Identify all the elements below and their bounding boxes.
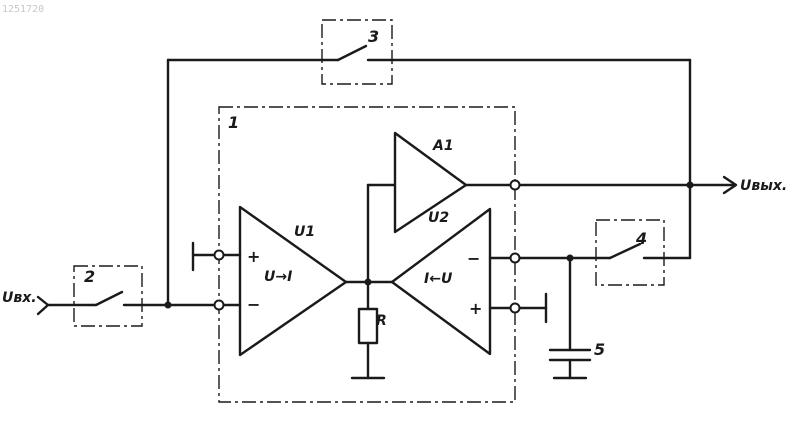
terminal-output [511,181,520,190]
junction-input [165,302,172,309]
junction-centre [365,279,372,286]
label-switch-3: 3 [368,27,379,46]
label-u2-function: I←U [424,271,453,287]
wiring [38,46,736,378]
label-block-1: 1 [228,113,239,132]
label-output-voltage: Uвых. [740,178,787,194]
label-u1-function: U→I [264,269,292,285]
switch-3-blade [338,46,366,60]
input-arrow [38,297,48,314]
document-number: 1251720 [2,4,44,15]
junction-capacitor [567,255,574,262]
label-converter-u1: U1 [294,224,315,240]
label-converter-u2: U2 [428,210,449,226]
label-switch-2: 2 [84,267,95,286]
converter-u1-triangle [240,207,346,355]
junction-output [687,182,694,189]
label-switch-4: 4 [635,229,647,248]
label-amplifier-a1: A1 [432,138,454,154]
terminal-u2-plus [511,304,520,313]
switch-3-enclosure [322,20,392,84]
label-resistor-r: R [376,313,387,329]
terminal-u1-plus [215,251,224,260]
switch-2-blade [96,292,122,305]
u1-plus-sign: + [247,247,260,266]
switch-4-enclosure [596,220,664,285]
resistor-r [359,309,377,343]
terminal-u1-minus [215,301,224,310]
label-input-voltage: Uвх. [2,290,37,306]
u2-minus-sign: − [467,249,480,268]
u1-minus-sign: − [247,295,260,314]
label-capacitor-5: 5 [594,340,605,359]
terminal-u2-minus [511,254,520,263]
u2-plus-sign: + [469,299,482,318]
